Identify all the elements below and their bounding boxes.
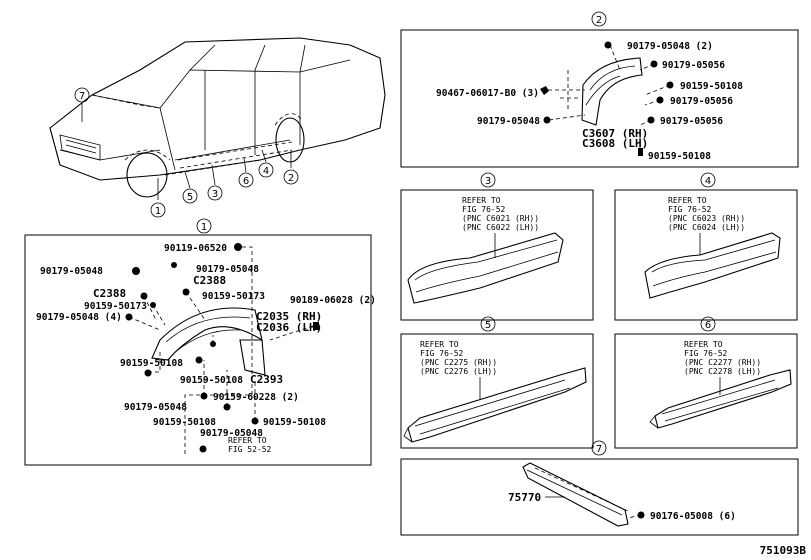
part-label: 90179-05048 bbox=[477, 116, 540, 127]
callout-circle: 2 bbox=[283, 169, 299, 185]
part-label: C2393 bbox=[250, 373, 283, 386]
part-label: 90179-05048 bbox=[200, 428, 263, 439]
refer-text: REFER TO bbox=[228, 436, 267, 445]
part-label: 90179-05048 (4) bbox=[36, 312, 122, 323]
part-label: 90467-06017-B0 (3) bbox=[436, 88, 539, 99]
car-callouts: 7 1 5 3 6 4 2 bbox=[74, 87, 299, 218]
refer-text: (PNC C6024 (LH)) bbox=[668, 223, 745, 232]
svg-text:1: 1 bbox=[155, 206, 161, 217]
refer-text: REFER TO bbox=[668, 196, 707, 205]
panel-6: 6 REFER TO FIG 76-52 (PNC C2277 (RH)) (P… bbox=[614, 316, 798, 449]
part-label: 90159-50108 bbox=[153, 417, 216, 428]
callout-circle: 7 bbox=[74, 87, 90, 103]
refer-text: (PNC C2276 (LH)) bbox=[420, 367, 497, 376]
panel-7-number: 7 bbox=[596, 444, 602, 455]
part-label: 90159-50108 bbox=[180, 375, 243, 386]
refer-text: FIG 76-52 bbox=[668, 205, 712, 214]
svg-text:7: 7 bbox=[79, 91, 85, 102]
part-label: 90179-05048 bbox=[124, 402, 187, 413]
part-label: 90179-05048 bbox=[40, 266, 103, 277]
part-label: 90159-50173 bbox=[84, 301, 147, 312]
panel-4-number: 4 bbox=[705, 176, 711, 187]
part-label: 90179-05056 bbox=[670, 96, 733, 107]
refer-text: REFER TO bbox=[684, 340, 723, 349]
refer-text: (PNC C2275 (RH)) bbox=[420, 358, 497, 367]
part-label: 90176-05008 (6) bbox=[650, 511, 736, 522]
refer-text: (PNC C2278 (LH)) bbox=[684, 367, 761, 376]
panel-3-number: 3 bbox=[485, 176, 491, 187]
refer-text: FIG 52-52 bbox=[228, 445, 272, 454]
svg-text:4: 4 bbox=[263, 166, 269, 177]
callout-circle: 4 bbox=[258, 162, 274, 178]
part-label: 90159-50108 bbox=[263, 417, 326, 428]
callout-circle: 6 bbox=[238, 172, 254, 188]
callout-circle: 1 bbox=[150, 202, 166, 218]
svg-text:6: 6 bbox=[243, 176, 249, 187]
part-label: 90189-06028 (2) bbox=[290, 295, 376, 306]
fastener-icon bbox=[125, 243, 319, 453]
part-label: 90159-50173 bbox=[202, 291, 265, 302]
part-label: 90179-05056 bbox=[662, 60, 725, 71]
callout-circle: 3 bbox=[207, 185, 223, 201]
panel-1-number: 1 bbox=[201, 222, 207, 233]
figure-id: 751093B bbox=[760, 544, 807, 557]
panel-2: 2 90179-05048 (2) 90179-05056 90159-5010… bbox=[400, 11, 799, 168]
refer-text: REFER TO bbox=[462, 196, 501, 205]
part-label: 90119-06520 bbox=[164, 243, 227, 254]
panel-7: 7 75770 90176-05008 (6) bbox=[400, 440, 799, 536]
part-label: 90179-05048 (2) bbox=[627, 41, 713, 52]
refer-text: (PNC C2277 (RH)) bbox=[684, 358, 761, 367]
part-label: C2388 bbox=[93, 287, 126, 300]
panel-4: 4 REFER TO FIG 76-52 (PNC C6023 (RH)) (P… bbox=[614, 172, 798, 321]
part-label: C2388 bbox=[193, 274, 226, 287]
panel-3: 3 REFER TO FIG 76-52 (PNC C6021 (RH)) (P… bbox=[400, 172, 594, 321]
refer-text: FIG 76-52 bbox=[420, 349, 464, 358]
part-label: 90159-60228 (2) bbox=[213, 392, 299, 403]
refer-text: FIG 76-52 bbox=[462, 205, 506, 214]
panel-1: 1 bbox=[24, 218, 376, 466]
part-label: 90159-50108 bbox=[648, 151, 711, 162]
vehicle-overview bbox=[49, 37, 386, 200]
part-label: 90179-05048 bbox=[196, 264, 259, 275]
part-label: 90179-05056 bbox=[660, 116, 723, 127]
refer-text: (PNC C6023 (RH)) bbox=[668, 214, 745, 223]
callout-circle: 5 bbox=[182, 188, 198, 204]
panel-6-number: 6 bbox=[705, 320, 711, 331]
part-label: 75770 bbox=[508, 491, 541, 504]
svg-text:2: 2 bbox=[288, 173, 294, 184]
panel-2-number: 2 bbox=[596, 15, 602, 26]
part-label: C3607 (RH) bbox=[582, 127, 648, 140]
panel-5: 5 REFER TO FIG 76-52 (PNC C2275 (RH)) (P… bbox=[400, 316, 594, 449]
svg-text:5: 5 bbox=[187, 192, 193, 203]
panel-5-number: 5 bbox=[485, 320, 491, 331]
svg-text:3: 3 bbox=[212, 189, 218, 200]
part-label: C2035 (RH) bbox=[256, 310, 322, 323]
refer-text: (PNC C6021 (RH)) bbox=[462, 214, 539, 223]
part-label: 90159-50108 bbox=[680, 81, 743, 92]
refer-text: REFER TO bbox=[420, 340, 459, 349]
part-label: C3608 (LH) bbox=[582, 137, 648, 150]
part-label: 90159-50108 bbox=[120, 358, 183, 369]
part-label: C2036 (LH) bbox=[256, 321, 322, 334]
refer-text: (PNC C6022 (LH)) bbox=[462, 223, 539, 232]
refer-text: FIG 76-52 bbox=[684, 349, 728, 358]
